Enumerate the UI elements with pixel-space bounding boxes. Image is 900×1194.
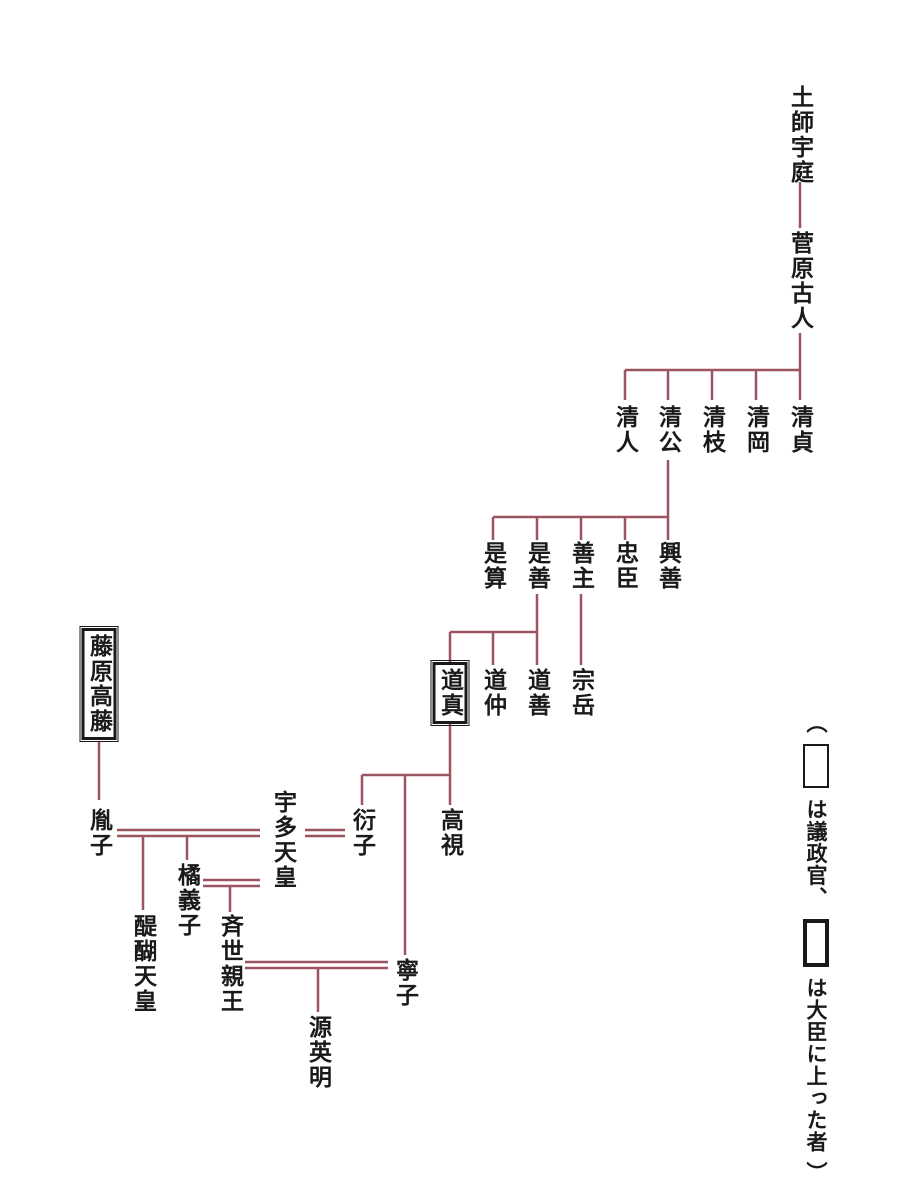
person-tokiyo: 斉世親王 xyxy=(216,914,244,1014)
person-uda: 宇多天皇 xyxy=(269,790,297,890)
person-koresan: 是算 xyxy=(479,541,507,591)
person-kiyosada: 清貞 xyxy=(786,405,814,455)
person-fujiwara-takafuji: 藤原高藤 xyxy=(79,626,119,742)
person-tachibana-yoshiko: 橘義子 xyxy=(173,863,201,938)
legend: （ は議政官、 は大臣に上った者 ） xyxy=(803,712,829,1184)
person-minamoto-hideakira: 源英明 xyxy=(304,1015,332,1090)
legend-thick-label: は大臣に上った者 xyxy=(804,977,829,1154)
person-kiyoe: 清枝 xyxy=(698,405,726,455)
person-michizane: 道真 xyxy=(430,660,470,726)
legend-thin-label: は議政官、 xyxy=(804,798,829,909)
person-daigo: 醍醐天皇 xyxy=(129,914,157,1014)
legend-thick-box-icon xyxy=(803,918,829,967)
person-enshi: 衍子 xyxy=(348,808,376,858)
person-inshi: 胤子 xyxy=(85,808,113,858)
legend-open-paren: （ xyxy=(804,712,829,734)
person-takami: 高視 xyxy=(436,808,464,858)
person-koreyoshi: 是善 xyxy=(523,541,551,591)
person-michinaka: 道仲 xyxy=(479,668,507,718)
person-sugawara-furuhito: 菅原古人 xyxy=(786,231,814,331)
person-yoshinushi: 善主 xyxy=(567,541,595,591)
legend-close-paren: ） xyxy=(804,1161,829,1184)
person-michiyoshi: 道善 xyxy=(523,668,551,718)
legend-thin-box-icon xyxy=(803,744,829,789)
person-okiyoshi: 興善 xyxy=(654,541,682,591)
person-kiyokimi: 清公 xyxy=(654,405,682,455)
person-sougaku: 宗岳 xyxy=(567,668,595,718)
person-kiyohito: 清人 xyxy=(611,405,639,455)
person-neishi: 寧子 xyxy=(391,958,419,1008)
person-haji-uniwa: 土師宇庭 xyxy=(786,85,814,185)
person-kiyooka: 清岡 xyxy=(742,405,770,455)
person-tadaomi: 忠臣 xyxy=(611,541,639,591)
